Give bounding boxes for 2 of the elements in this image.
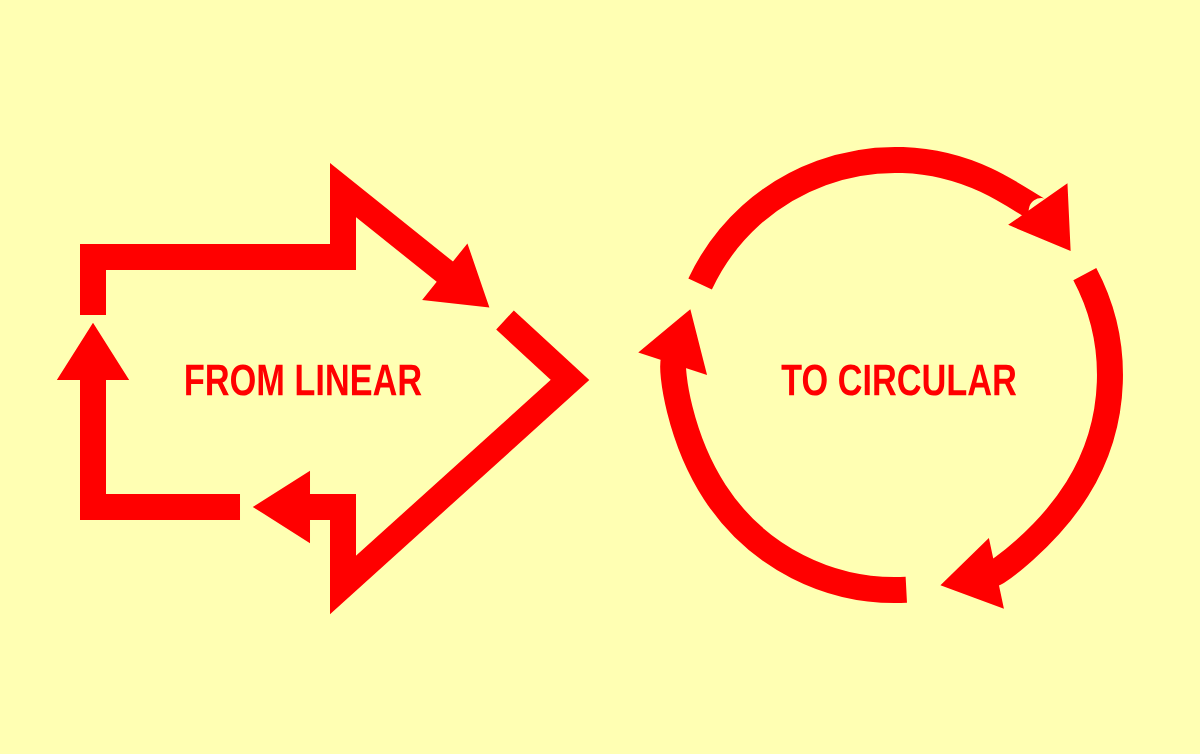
heading: FROM LINEAR (186, 364, 422, 396)
heading: TO CIRCULAR (781, 364, 1017, 396)
